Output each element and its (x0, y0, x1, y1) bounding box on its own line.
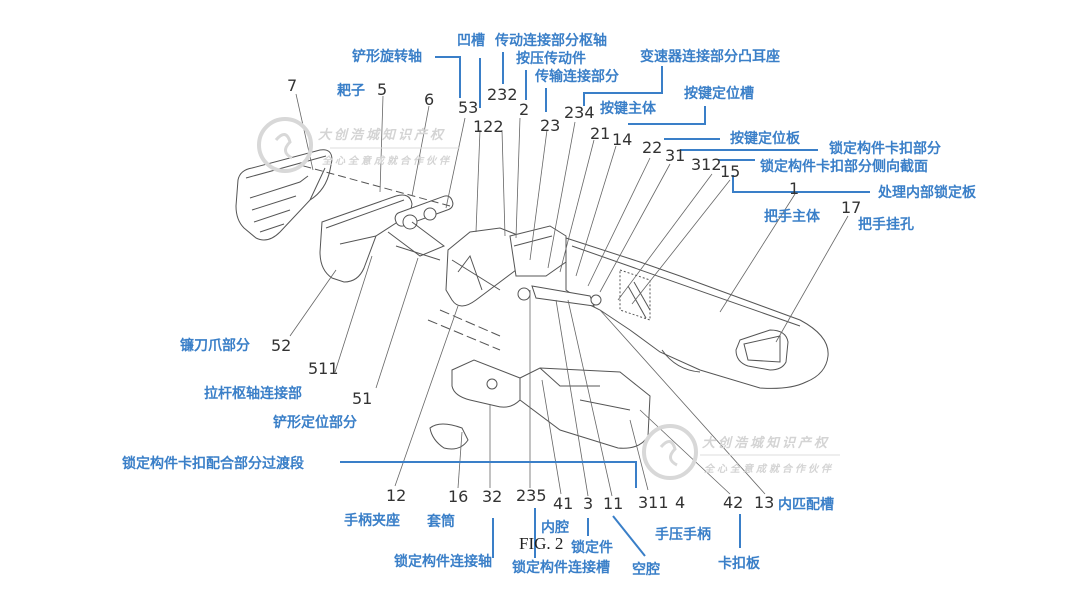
ref-23: 23 (540, 116, 561, 135)
part-2-button-drawing (509, 225, 567, 277)
label-41: 内腔 (541, 520, 569, 536)
watermark-line2-b: 全心全意成就合作伙伴 (704, 464, 834, 475)
label-52: 镰刀爪部分 (180, 338, 250, 354)
label-2: 按压传动件 (516, 51, 586, 67)
label-32: 锁定构件连接轴 (394, 554, 492, 570)
ref-312: 312 (691, 155, 722, 174)
label-53: 铲形旋转轴 (352, 49, 422, 65)
ref-234: 234 (564, 103, 595, 122)
label-15: 处理内部锁定板 (878, 185, 976, 201)
label-1: 把手主体 (764, 209, 820, 225)
label-23: 传输连接部分 (535, 69, 619, 85)
ref-12: 12 (386, 486, 407, 505)
label-122: 凹槽 (457, 33, 485, 49)
figure-caption: FIG. 2 (519, 534, 564, 553)
ref-3: 3 (583, 494, 594, 513)
label-11: 空腔 (632, 562, 660, 578)
ref-311: 311 (638, 493, 669, 512)
ref-22: 22 (642, 138, 663, 157)
ref-17: 17 (841, 198, 862, 217)
watermark-line1: 大创浩城知识产权 (318, 128, 447, 143)
part-53-shaft-drawing (299, 164, 454, 261)
ref-232: 232 (487, 85, 518, 104)
ref-21: 21 (590, 124, 611, 143)
label-311: 锁定构件卡扣配合部分过渡段 (122, 456, 304, 472)
ref-14: 14 (612, 130, 633, 149)
label-51: 铲形定位部分 (273, 415, 357, 431)
label-17: 把手挂孔 (858, 217, 914, 233)
watermark-line1-b: 大创浩城知识产权 (702, 436, 831, 451)
ref-4: 4 (675, 493, 686, 512)
part-7-cap-drawing (235, 149, 333, 241)
label-12: 手柄夹座 (344, 513, 400, 529)
ref-15: 15 (720, 162, 741, 181)
ref-31: 31 (665, 146, 686, 165)
leader-lines (289, 93, 849, 497)
ref-1: 1 (789, 179, 800, 198)
label-232: 传动连接部分枢轴 (495, 33, 607, 49)
label-3: 锁定件 (571, 540, 613, 556)
ref-235: 235 (516, 486, 547, 505)
label-14: 按键定位槽 (684, 86, 754, 102)
part-3-lock-drawing (517, 285, 602, 307)
label-312: 锁定构件卡扣部分侧向截面 (760, 159, 928, 175)
ref-32: 32 (482, 487, 503, 506)
ref-41: 41 (553, 494, 574, 513)
ref-7: 7 (287, 76, 298, 95)
ref-42: 42 (723, 493, 744, 512)
label-5: 耙子 (337, 83, 365, 99)
label-235: 锁定构件连接槽 (512, 560, 610, 576)
ref-11: 11 (603, 494, 624, 513)
label-21: 按键主体 (600, 101, 656, 117)
label-22: 按键定位板 (730, 131, 800, 147)
ref-13: 13 (754, 493, 775, 512)
ref-2: 2 (519, 100, 530, 119)
part-4-press-handle-drawing (429, 359, 651, 450)
label-511: 拉杆枢轴连接部 (204, 386, 302, 402)
label-31: 锁定构件卡扣部分 (829, 141, 941, 157)
part-5-rake-drawing (319, 194, 413, 283)
label-234: 变速器连接部分凸耳座 (640, 49, 780, 65)
label-13: 内匹配槽 (778, 497, 834, 513)
watermark-logo-icon (257, 117, 698, 480)
ref-53: 53 (458, 98, 479, 117)
label-16: 套筒 (427, 514, 455, 530)
label-42: 卡扣板 (718, 556, 760, 572)
ref-511: 511 (308, 359, 339, 378)
watermark-line2: 全心全意成就合作伙伴 (322, 156, 452, 167)
ref-51: 51 (352, 389, 373, 408)
part-1-handle-body-drawing (565, 237, 829, 389)
callout-lines (340, 52, 870, 558)
label-4: 手压手柄 (655, 527, 711, 543)
ref-122: 122 (473, 117, 504, 136)
part-12-housing-drawing (427, 227, 521, 351)
ref-16: 16 (448, 487, 469, 506)
ref-52: 52 (271, 336, 292, 355)
ref-6: 6 (424, 90, 435, 109)
ref-5: 5 (377, 80, 388, 99)
